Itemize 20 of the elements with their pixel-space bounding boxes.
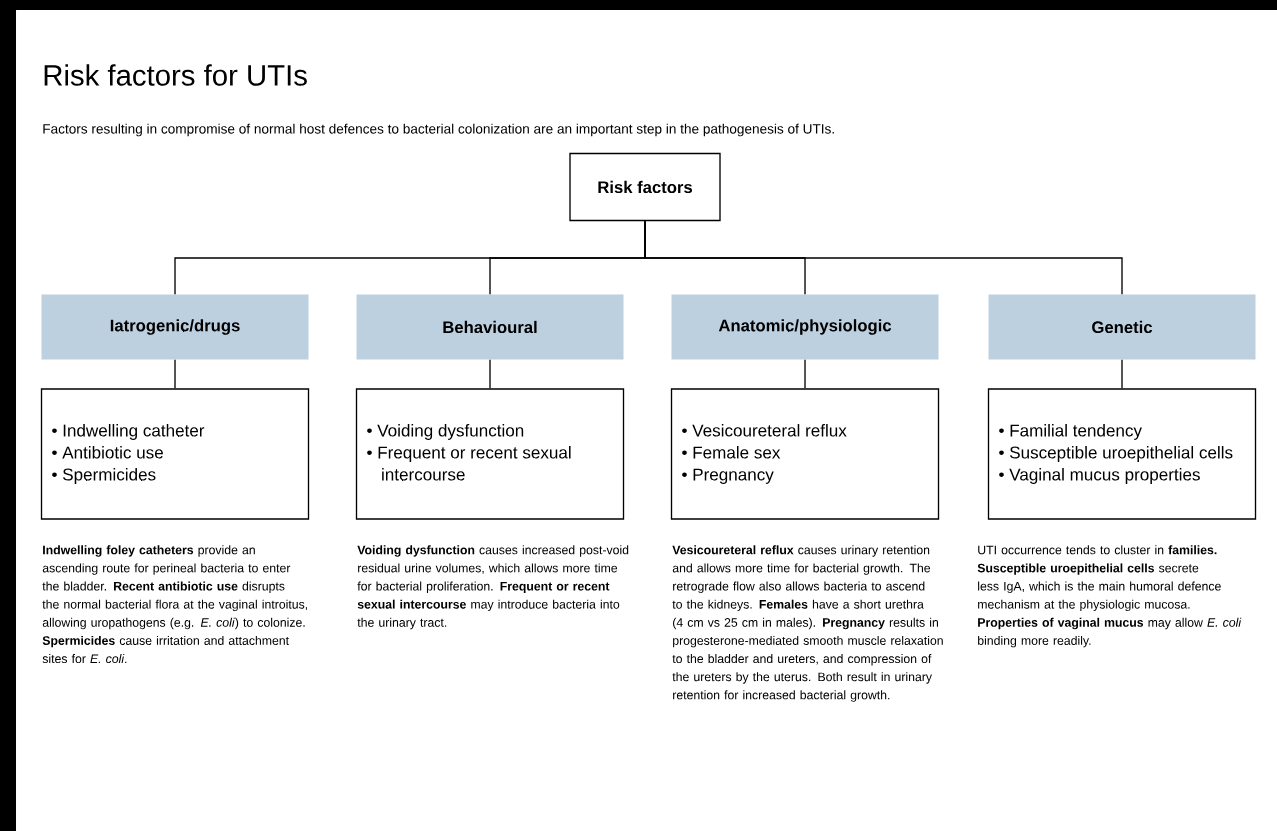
description-text: Voiding dysfunction causes increased post-void residual urine volumes, which allows more time for bacterial proliferation. Frequent or recent sexual intercourse may introduce bacteria into the urinary tract. xyxy=(357,545,629,630)
category-band: Anatomic/physiologic xyxy=(671,294,939,360)
category-band: Iatrogenic/drugs xyxy=(41,294,309,360)
description-text: Indwelling foley catheters provide an ascending route for perineal bacteria to enter the bladder. Recent antibiotic use disrupts the normal bacterial flora at the vaginal introitus, allowing uropathogens (e.g. E. coli) to colonize. Spermicides cause irritation and attachment sites for E. coli. xyxy=(42,545,308,664)
list-box: • Voiding dysfunction • Frequent or recent sexual intercourse xyxy=(355,388,625,520)
category-band: Genetic xyxy=(988,294,1256,360)
connector-line xyxy=(804,359,806,389)
list-box: • Vesicoureteral reflux • Female sex • Pregnancy xyxy=(670,388,940,520)
title: Risk factors for UTIs xyxy=(44,64,307,86)
intro-text: Factors resulting in compromise of normal host defences to bacterial colonization are an important step in the pathogenesis of UTIs. xyxy=(43,123,834,137)
connector-line xyxy=(174,359,176,389)
description-text: Vesicoureteral reflux causes urinary retention and allows more time for bacterial growth. The retrograde flow also allows bacteria to ascend to the kidneys. Females have a short urethra (4 cm vs 25 cm in males). Pregnancy results in progesterone-mediated smooth muscle relaxation to the bladder and ureters, and compression of the ureters by the uterus. Both result in urinary retention for increased bacterial growth. xyxy=(672,545,943,702)
connector-line xyxy=(1121,359,1123,389)
description-text: UTI occurrence tends to cluster in families. Susceptible uroepithelial cells secrete less IgA, which is the main humoral defence mechanism at the physiologic mucosa. Properties of vaginal mucus may allow E. coli binding more readily. xyxy=(977,545,1242,648)
connector-line xyxy=(644,220,1123,295)
category-band: Behavioural xyxy=(356,294,624,360)
connector-line xyxy=(489,359,491,389)
root-box: Risk factors xyxy=(569,152,721,222)
list-box: • Familial tendency • Susceptible uroepithelial cells • Vaginal mucus properties xyxy=(987,388,1257,520)
list-box: • Indwelling catheter • Antibiotic use • Spermicides xyxy=(40,388,310,520)
